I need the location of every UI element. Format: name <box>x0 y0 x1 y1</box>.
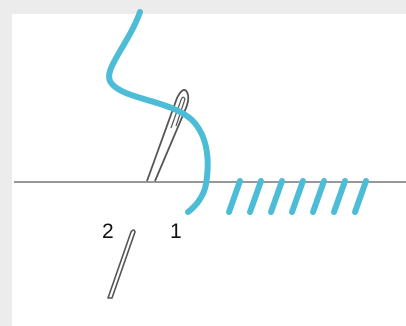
point-label-two: 2 <box>102 221 114 242</box>
stitch <box>292 181 303 212</box>
stitch <box>271 181 282 212</box>
point-label-one: 1 <box>170 221 182 242</box>
stitch <box>250 181 261 212</box>
stitch <box>229 181 240 212</box>
stitch <box>334 181 345 212</box>
stitch-row <box>229 181 366 212</box>
stitch <box>313 181 324 212</box>
stitch <box>355 181 366 212</box>
